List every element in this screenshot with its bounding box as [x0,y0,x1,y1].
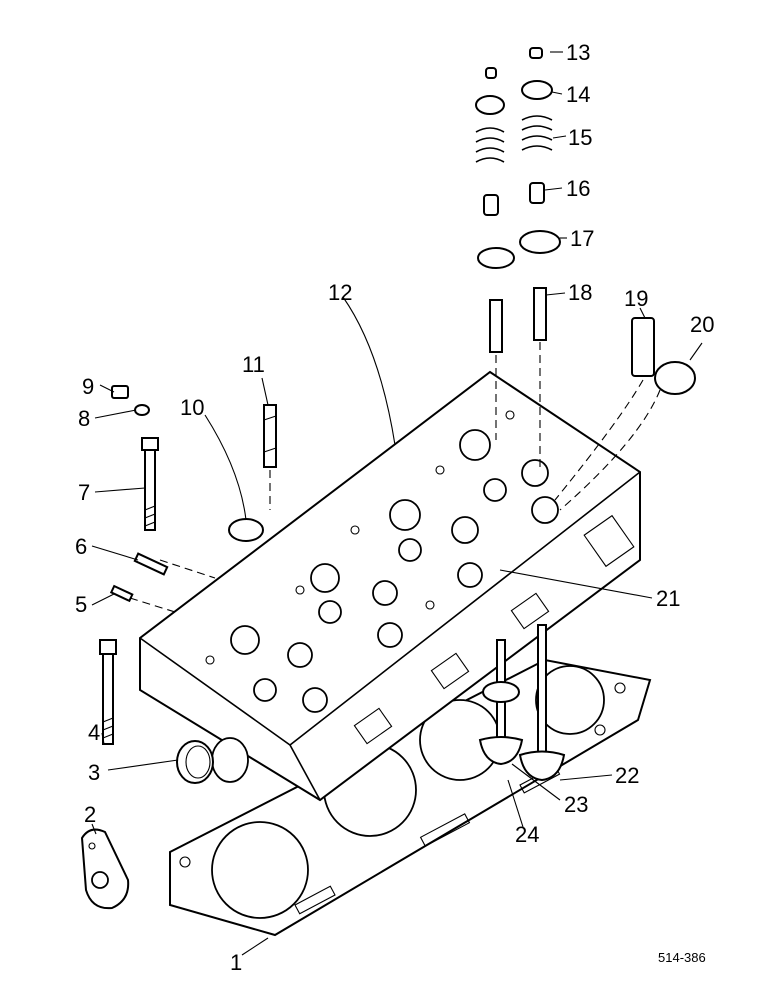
injector-sleeve [631,317,655,377]
callout-22: 22 [615,763,639,788]
callout-9: 9 [82,374,94,399]
valves [478,624,566,782]
short-stud [109,584,134,603]
callout-23: 23 [564,792,588,817]
callout-14: 14 [566,82,590,107]
head-bolt [99,639,117,745]
cap-plug [228,518,264,542]
valve-train-right [519,47,561,341]
long-stud [133,552,169,576]
callout-7: 7 [78,480,90,505]
callout-24: 24 [515,822,539,847]
callout-11: 11 [242,352,265,377]
nut [111,385,129,399]
callout-1: 1 [230,950,242,975]
leader-lines [91,51,703,956]
callout-6: 6 [75,534,87,559]
callout-20: 20 [690,312,714,337]
disc-plug [654,361,696,395]
rocker-stud [263,404,277,468]
cover-plate [80,828,130,910]
rocker-bolt [141,437,159,531]
callout-19: 19 [624,286,648,311]
callout-15: 15 [568,125,592,150]
callout-13: 13 [566,40,590,65]
callout-10: 10 [180,395,204,420]
callout-16: 16 [566,176,590,201]
callout-labels: 1 2 3 4 5 6 7 8 9 10 11 12 13 14 15 16 1… [75,40,714,975]
expansion-plug [176,740,214,784]
callout-3: 3 [88,760,100,785]
callout-17: 17 [570,226,594,251]
cylinder-head [139,370,641,802]
callout-18: 18 [568,280,592,305]
callout-12: 12 [328,280,352,305]
callout-2: 2 [84,802,96,827]
callout-4: 4 [88,720,100,745]
callout-5: 5 [75,592,87,617]
callout-8: 8 [78,406,90,431]
reference-code: 514-386 [658,950,706,965]
washer [134,404,150,416]
valve-train-left [475,67,515,353]
callout-21: 21 [656,586,680,611]
alignment-lines [129,342,661,613]
